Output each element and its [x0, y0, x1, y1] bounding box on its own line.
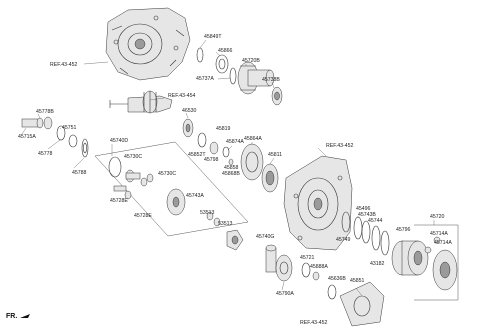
ref-label-3: REF.43-452 — [326, 143, 354, 149]
label-45744: 45744 — [368, 218, 383, 224]
gear-45811 — [261, 163, 279, 193]
part-labels: 45849T 45866 45720B 45737A 45738B 46530 … — [18, 34, 452, 297]
transmission-case-right — [283, 155, 353, 251]
label-45721: 45721 — [300, 255, 315, 261]
label-45728E-a: 45728E — [110, 198, 128, 204]
label-45849T: 45849T — [204, 34, 222, 40]
label-45874A: 45874A — [226, 139, 244, 145]
label-45796: 45796 — [396, 227, 411, 233]
label-45728E-b: 45728E — [134, 213, 152, 219]
label-45737A: 45737A — [196, 76, 214, 82]
label-45858: 45858 — [224, 165, 239, 171]
label-43182: 43182 — [370, 261, 385, 267]
label-45715A: 45715A — [18, 134, 36, 140]
main-shaft — [109, 90, 173, 114]
left-shaft-parts — [21, 116, 89, 158]
front-direction-indicator: FR. — [6, 313, 30, 320]
label-45788: 45788 — [72, 170, 87, 176]
lower-parts — [301, 262, 337, 300]
ref-label-1: REF.43-452 — [50, 62, 78, 68]
label-45852T: 45852T — [188, 152, 206, 158]
label-45798: 45798 — [204, 157, 219, 163]
label-45636B: 45636B — [328, 276, 346, 282]
label-45496: 45496 — [356, 206, 371, 212]
label-45790A: 45790A — [276, 291, 294, 297]
label-45740G: 45740G — [256, 234, 274, 240]
label-45720B: 45720B — [242, 58, 260, 64]
label-45778: 45778 — [38, 151, 53, 157]
right-rings — [341, 211, 390, 256]
label-46530: 46530 — [182, 108, 197, 114]
label-45730C-b: 45730C — [158, 171, 176, 177]
ref-label-4: REF.43-452 — [300, 320, 328, 326]
differential-45796 — [391, 240, 429, 276]
label-45751: 45751 — [62, 125, 77, 131]
transmission-case-top — [105, 7, 191, 81]
label-45851: 45851 — [350, 278, 365, 284]
reference-labels: REF.43-452 REF.43-454 REF.43-452 REF.43-… — [50, 62, 354, 326]
label-45778B: 45778B — [36, 109, 54, 115]
label-53513-b: 53513 — [218, 221, 233, 227]
leader-lines — [21, 39, 435, 297]
label-45864A: 45864A — [244, 136, 262, 142]
gear-45720B — [237, 61, 275, 95]
planetary-carrier-box — [94, 141, 249, 251]
label-45888A: 45888A — [310, 264, 328, 270]
label-45866: 45866 — [218, 48, 233, 54]
label-45714A-b: 45714A — [434, 240, 452, 246]
label-45730C-a: 45730C — [124, 154, 142, 160]
label-45720: 45720 — [430, 214, 445, 220]
fr-label: FR. — [6, 313, 17, 320]
label-45811: 45811 — [268, 152, 282, 158]
transmission-case-bottom — [339, 281, 385, 327]
label-45868B: 45868B — [222, 171, 240, 177]
bearing-45738B — [271, 86, 283, 106]
label-45740D: 45740D — [110, 138, 128, 144]
ref-label-2: REF.43-454 — [168, 93, 196, 99]
arrow-icon — [20, 314, 30, 318]
seal-46530 — [182, 118, 194, 138]
label-45819: 45819 — [216, 126, 231, 132]
output-shaft — [265, 244, 293, 282]
label-45743B: 45743B — [358, 212, 376, 218]
label-45743A: 45743A — [186, 193, 204, 199]
label-45714A-a: 45714A — [430, 231, 448, 237]
label-53513-a: 53513 — [200, 210, 215, 216]
label-45749: 45749 — [336, 237, 351, 243]
differential-45720 — [414, 224, 459, 301]
label-45738B: 45738B — [262, 77, 280, 83]
upper-seals — [196, 47, 237, 85]
